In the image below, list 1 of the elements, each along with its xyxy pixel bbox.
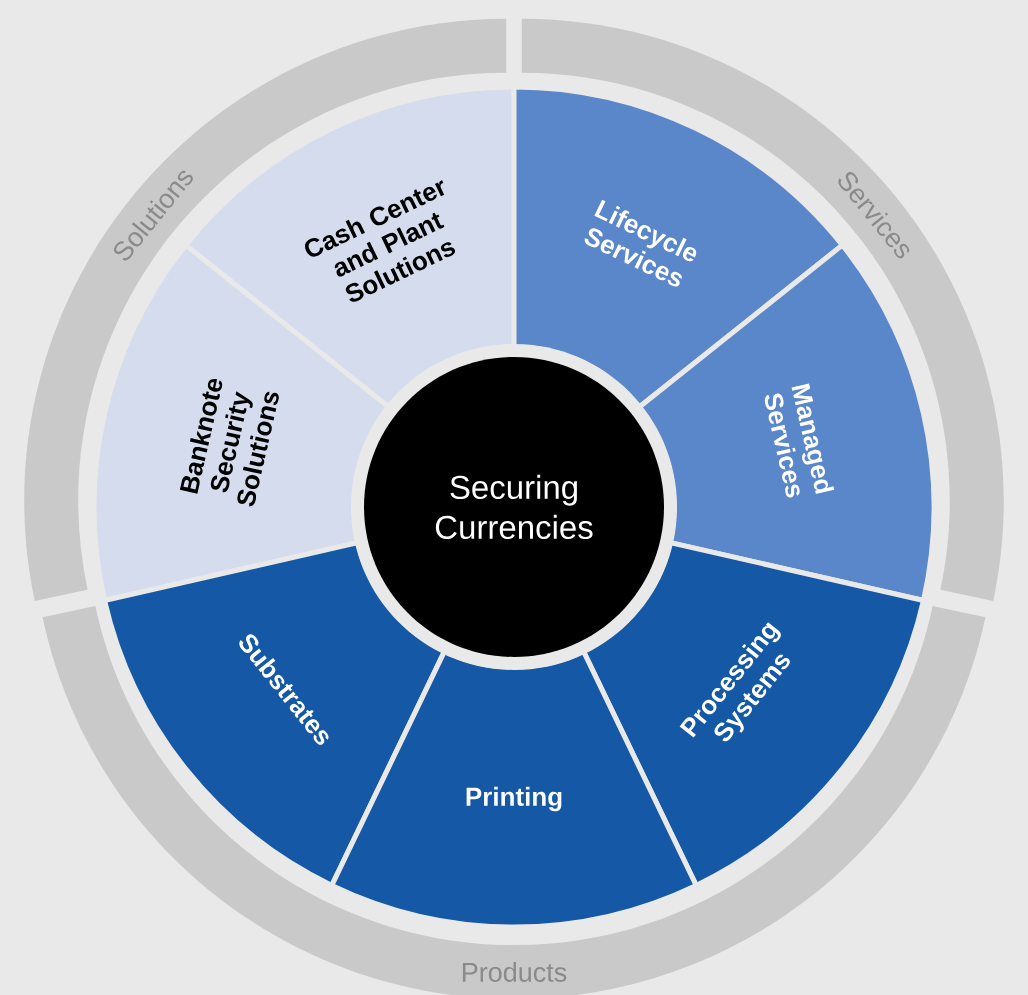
node-label: Printing — [466, 786, 562, 812]
